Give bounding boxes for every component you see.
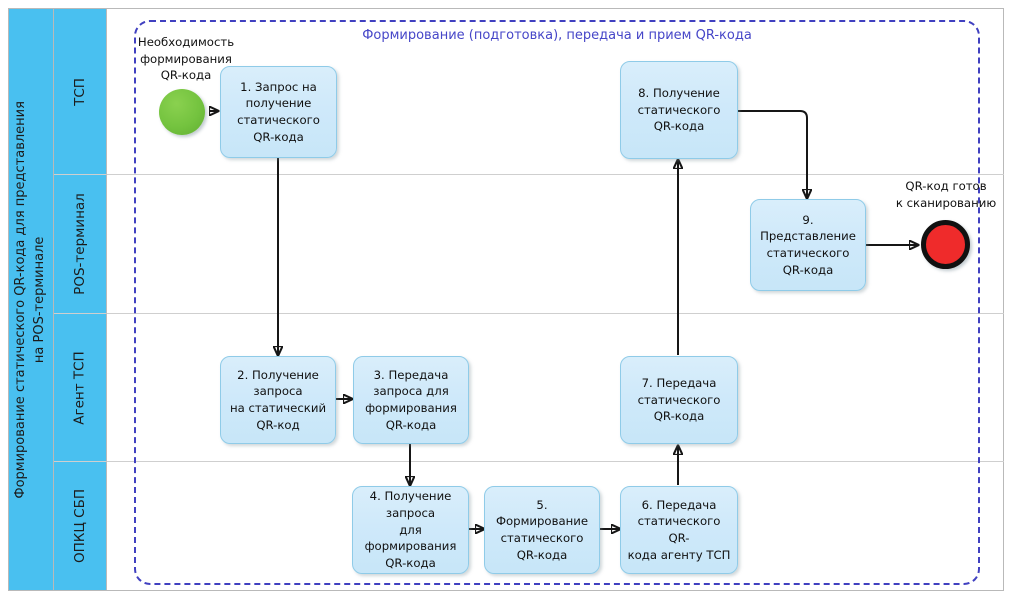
task-7-transfer-static-qr[interactable]: 7. Передача статического QR-кода <box>620 356 738 444</box>
task-8-receive-static-qr[interactable]: 8. Получение статического QR-кода <box>620 61 738 159</box>
lane-label-tsp: ТСП <box>71 77 88 106</box>
lane-label-opkc-sbp: ОПКЦ СБП <box>72 489 89 563</box>
task-8-line-1: 8. Получение <box>638 86 720 101</box>
task-5-line-2: статического <box>500 531 584 545</box>
task-1-request-static-qr[interactable]: 1. Запрос на получение статического QR-к… <box>220 66 337 158</box>
task-2-receive-request[interactable]: 2. Получение запроса на статический QR-к… <box>220 356 336 444</box>
task-8-line-2: статического <box>637 102 721 117</box>
lane-body-pos-terminal <box>107 175 1004 314</box>
lane-label-pos-terminal: POS-терминал <box>72 193 89 295</box>
start-event-label-line-2: формирования <box>140 51 232 66</box>
end-event-label-line-1: QR-код готов <box>905 179 987 193</box>
task-3-line-2: запроса для <box>373 384 449 399</box>
task-6-line-2: статического QR- <box>637 514 721 545</box>
lane-header-opkc-sbp: ОПКЦ СБП <box>54 462 107 590</box>
start-event[interactable] <box>159 89 205 135</box>
task-4-line-1: 4. Получение <box>369 489 452 504</box>
task-2-line-2: запроса <box>253 384 303 399</box>
task-1-line-1: 1. Запрос на <box>240 79 317 94</box>
lane-header-tsp: ТСП <box>54 9 107 175</box>
task-9-line-1: 9. Представление <box>760 212 856 244</box>
task-7-line-2: статического <box>637 392 721 407</box>
lane-header-pos-terminal: POS-терминал <box>54 175 107 314</box>
task-6-line-3: кода агенту ТСП <box>627 547 731 562</box>
task-4-line-2: запроса <box>385 506 436 521</box>
task-5-line-3: QR-кода <box>516 547 568 562</box>
task-4-line-4: QR-кода <box>385 555 436 570</box>
pool-title-line-1: Формирование статического QR-кода для пр… <box>13 100 29 499</box>
pool-title-line-2: на POS-терминале <box>32 236 47 363</box>
lane-body-agent-tsp <box>107 314 1004 462</box>
task-5-line-1: 5. Формирование <box>495 497 589 529</box>
start-event-label-line-3: QR-кода <box>160 68 212 83</box>
pool-title: Формирование статического QR-кода для пр… <box>9 9 54 590</box>
task-3-line-3: формирования <box>365 401 457 415</box>
task-6-send-static-qr-to-agent[interactable]: 6. Передача статического QR- кода агенту… <box>620 486 738 574</box>
task-8-line-3: QR-кода <box>653 119 705 134</box>
lane-label-agent-tsp: Агент ТСП <box>72 350 89 425</box>
task-9-line-3: QR-кода <box>782 262 834 277</box>
lane-header-agent-tsp: Агент ТСП <box>54 314 107 462</box>
task-6-line-1: 6. Передача <box>641 497 717 512</box>
task-1-line-2: получение <box>245 96 312 111</box>
task-9-present-static-qr[interactable]: 9. Представление статического QR-кода <box>750 199 866 291</box>
task-3-forward-request[interactable]: 3. Передача запроса для формирования QR-… <box>353 356 469 444</box>
task-1-line-3: статического <box>237 113 320 127</box>
task-7-line-1: 7. Передача <box>641 376 717 391</box>
subprocess-label: Формирование (подготовка), передача и пр… <box>362 28 752 43</box>
start-event-label-line-1: Необходимость <box>137 35 235 49</box>
end-event-label-line-2: к сканированию <box>895 195 997 210</box>
task-1-line-4: QR-кода <box>253 129 304 144</box>
lane-body-tsp <box>107 9 1004 175</box>
task-2-line-1: 2. Получение <box>237 367 319 382</box>
task-7-line-3: QR-кода <box>653 409 705 424</box>
task-3-line-4: QR-кода <box>385 417 437 432</box>
task-4-receive-generation-request[interactable]: 4. Получение запроса для формирования QR… <box>352 486 469 574</box>
end-event[interactable] <box>921 220 970 269</box>
task-2-line-4: QR-код <box>256 417 300 432</box>
task-2-line-3: на статический <box>229 401 327 415</box>
end-event-label: QR-код готов к сканированию <box>877 178 1013 211</box>
task-3-line-1: 3. Передача <box>373 367 449 382</box>
task-5-generate-static-qr[interactable]: 5. Формирование статического QR-кода <box>484 486 600 574</box>
start-event-label: Необходимость формирования QR-кода <box>126 34 246 84</box>
task-4-line-3: для формирования <box>364 522 457 554</box>
task-9-line-2: статического <box>766 246 850 260</box>
